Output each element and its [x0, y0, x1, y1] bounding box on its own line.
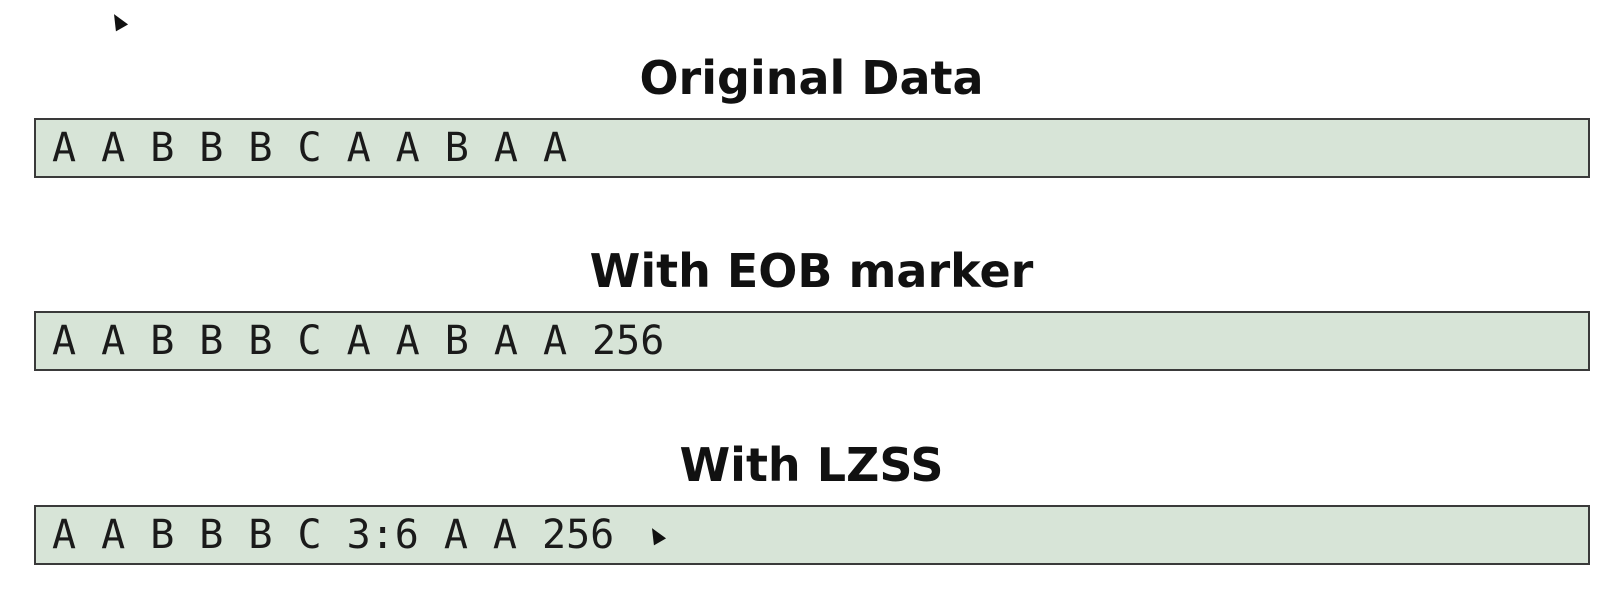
symbol: B	[248, 512, 273, 558]
symbol: A	[542, 125, 568, 171]
symbol: A	[346, 318, 371, 364]
symbol: B	[150, 318, 175, 364]
symbol: C	[297, 512, 322, 558]
symbol: A	[493, 318, 518, 364]
symbol: B	[444, 125, 469, 171]
symbol: A	[395, 318, 420, 364]
symbol-row: A A B B B C A A B A A 256	[52, 317, 689, 365]
symbol: A	[52, 125, 77, 171]
symbol: A	[395, 125, 420, 171]
section-title: Original Data	[639, 51, 984, 105]
symbol: B	[199, 512, 224, 558]
symbol: A	[101, 512, 126, 558]
symbol: B	[150, 512, 175, 558]
mouse-pointer-icon	[107, 10, 129, 32]
symbol: C	[297, 318, 322, 364]
data-box: A A B B B C A A B A A 256	[34, 311, 1590, 371]
eob-marker: 256	[542, 512, 615, 558]
data-box: A A B B B C 3:6 A A 256	[34, 505, 1590, 565]
symbol: C	[297, 125, 322, 171]
eob-marker: 256	[592, 318, 665, 364]
section-title: With LZSS	[679, 438, 944, 492]
symbol: B	[444, 318, 469, 364]
symbol: A	[101, 318, 126, 364]
symbol: A	[493, 125, 518, 171]
symbol: B	[248, 318, 273, 364]
symbol: A	[101, 125, 126, 171]
symbol: B	[199, 318, 224, 364]
symbol: A	[346, 125, 371, 171]
symbol: A	[52, 318, 77, 364]
symbol-row: A A B B B C 3:6 A A 256	[52, 511, 639, 559]
symbol: A	[492, 512, 517, 558]
symbol: A	[52, 512, 77, 558]
symbol: A	[542, 318, 568, 364]
symbol: B	[248, 125, 273, 171]
symbol: B	[199, 125, 224, 171]
symbol: A	[443, 512, 468, 558]
data-box: A A B B B C A A B A A	[34, 118, 1590, 178]
section-title: With EOB marker	[589, 244, 1034, 298]
back-reference: 3:6	[346, 512, 419, 558]
symbol-row: A A B B B C A A B A A	[52, 124, 592, 172]
symbol: B	[150, 125, 175, 171]
